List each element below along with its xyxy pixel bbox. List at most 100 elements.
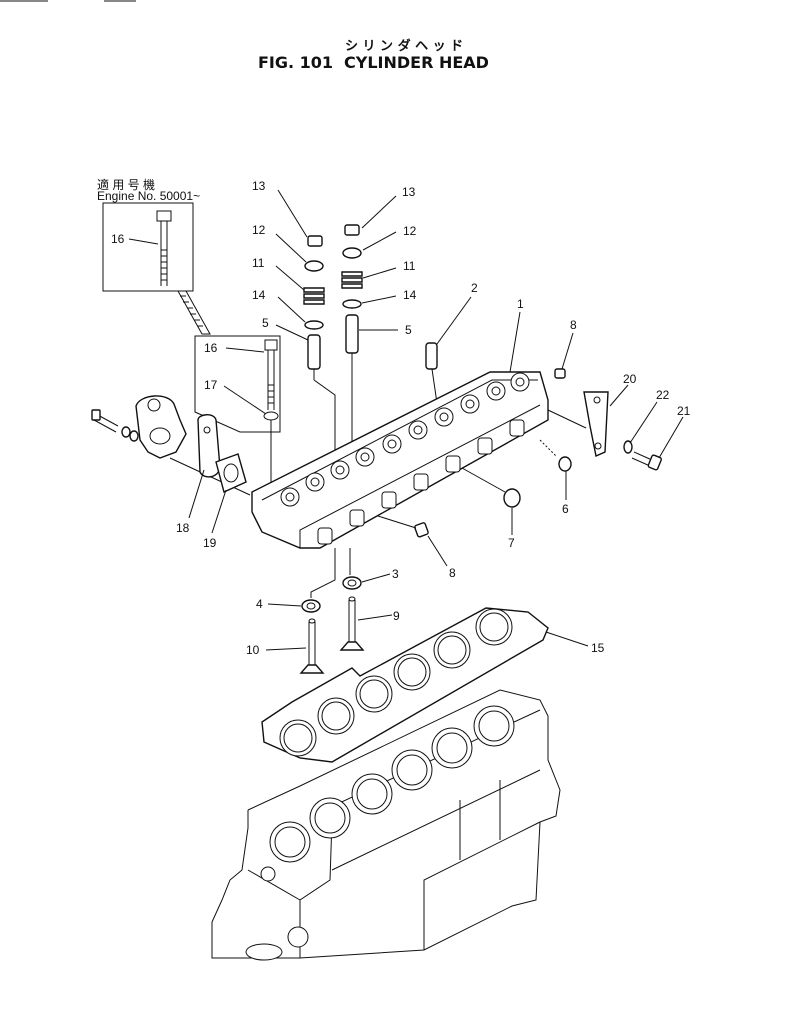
engine-hanger <box>583 391 609 457</box>
head-ports-side <box>317 419 525 545</box>
inset-bolt <box>156 210 172 286</box>
callout-15: 15 <box>591 641 605 655</box>
callout-19: 19 <box>203 536 217 550</box>
callout-10: 10 <box>246 643 260 657</box>
leader-5a <box>275 324 309 341</box>
expansion-plug-large <box>503 488 521 508</box>
inset-jp-label: 適 用 号 機 <box>97 177 155 192</box>
callout-16a: 16 <box>111 232 125 246</box>
bolt-21 <box>631 451 662 471</box>
hanger-hole <box>593 396 601 404</box>
leader-14b <box>361 295 397 304</box>
callout-8b: 8 <box>449 566 456 580</box>
valve-spring-left <box>303 287 325 305</box>
leader-16b <box>225 347 265 353</box>
callout-5b: 5 <box>405 323 412 337</box>
head-ports-top <box>280 372 530 507</box>
callout-7: 7 <box>508 536 515 550</box>
valve-cap-left <box>307 235 323 247</box>
callout-21: 21 <box>677 404 691 418</box>
valve-retainer-right <box>342 247 362 259</box>
washer-22 <box>623 440 633 454</box>
bracket-hole <box>203 426 211 434</box>
leader-3 <box>361 573 391 583</box>
callout-14b: 14 <box>403 288 417 302</box>
valve-seat-right <box>342 299 362 309</box>
figure-number: FIG. 101 <box>258 53 333 72</box>
valve-retainer-left <box>304 260 324 272</box>
leader-11a <box>275 265 305 291</box>
callout-3: 3 <box>392 567 399 581</box>
callout-13a: 13 <box>252 179 266 193</box>
callout-14a: 14 <box>252 288 266 302</box>
callout-13b: 13 <box>402 185 416 199</box>
valve-9 <box>339 596 365 651</box>
callout-18: 18 <box>176 521 190 535</box>
callout-20: 20 <box>623 372 637 386</box>
head-bolt <box>263 339 279 421</box>
inset-engine-label: Engine No. 50001~ <box>97 189 200 203</box>
leader-13b <box>361 195 397 229</box>
valve-seat-left <box>304 320 324 330</box>
hanger-to-head <box>547 409 587 429</box>
callout-2: 2 <box>471 281 478 295</box>
title-japanese: シ リ ン ダ ヘ ッ ド <box>345 38 463 54</box>
callout-12a: 12 <box>252 223 266 237</box>
leader-13a <box>277 189 308 238</box>
gasket-hole <box>223 463 239 483</box>
expansion-plug-small <box>558 456 572 472</box>
leader-9 <box>357 614 393 621</box>
leader-21 <box>658 416 684 459</box>
callout-12b: 12 <box>403 224 417 238</box>
valve-10 <box>299 618 325 674</box>
figure-title: CYLINDER HEAD <box>344 53 489 72</box>
leader-19 <box>211 489 227 534</box>
callout-9: 9 <box>393 609 400 623</box>
inset-box <box>102 202 194 292</box>
callout-5a: 5 <box>262 316 269 330</box>
valve-spring-right <box>341 271 363 289</box>
leader-lower-left <box>310 548 336 598</box>
callout-22: 22 <box>656 388 670 402</box>
callout-16b: 16 <box>204 341 218 355</box>
plug-bottom <box>414 522 429 538</box>
inset-connector-hatch <box>180 295 203 327</box>
leader-12a <box>275 233 307 263</box>
valve-seal-4-inner <box>306 602 316 610</box>
leader-12b <box>362 231 397 251</box>
valve-cap-right <box>344 224 360 236</box>
leader-6-axis <box>539 439 557 457</box>
leader-10 <box>265 647 307 651</box>
cylinder-block <box>211 689 561 961</box>
leader-15 <box>545 631 589 647</box>
leader-8b <box>427 535 448 567</box>
leader-2 <box>436 296 472 345</box>
housing-bolt <box>91 409 139 442</box>
valve-guide-right <box>345 314 359 354</box>
leader-14a <box>277 296 306 323</box>
valve-seal-3-inner <box>347 579 357 587</box>
leader-1 <box>509 311 521 373</box>
leader-col-left-drop <box>313 379 336 460</box>
leader-8a <box>561 332 574 370</box>
callout-17: 17 <box>204 378 218 392</box>
leader-17 <box>223 385 267 415</box>
callout-1: 1 <box>517 297 524 311</box>
bracket-18 <box>197 414 221 478</box>
callout-labels: 13 13 12 12 11 11 14 14 5 5 2 1 8 20 22 … <box>111 179 691 657</box>
leader-18 <box>188 469 205 519</box>
leader-11b <box>362 267 397 279</box>
block-opening <box>245 943 283 961</box>
callout-4: 4 <box>256 597 263 611</box>
block-boss <box>287 926 309 948</box>
valve-guide-left <box>307 334 321 370</box>
sleeve <box>425 342 438 370</box>
block-boss <box>260 866 276 882</box>
leader-16a <box>128 238 159 245</box>
leader-20 <box>609 384 629 407</box>
leader-7-axis <box>461 467 506 493</box>
hanger-hole <box>594 442 602 450</box>
plug-top <box>554 368 566 379</box>
leader-4 <box>267 603 302 607</box>
